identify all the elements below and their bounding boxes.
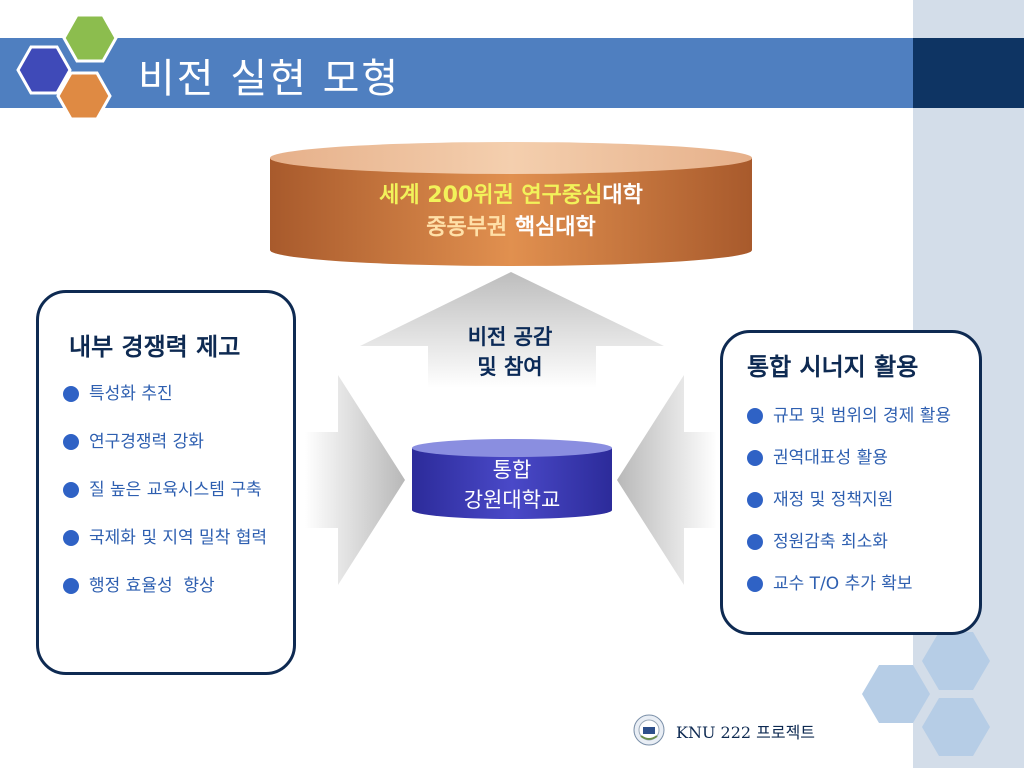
up-arrow xyxy=(360,272,664,388)
bullet-icon xyxy=(63,530,79,546)
list-item-text: 행정 효율성 향상 xyxy=(89,576,215,596)
right-panel: 통합 시너지 활용 규모 및 범위의 경제 활용 권역대표성 활용 재정 및 정… xyxy=(720,330,982,635)
left-panel: 내부 경쟁력 제고 특성화 추진 연구경쟁력 강화 질 높은 교육시스템 구축 … xyxy=(36,290,296,675)
list-item: 교수 T/O 추가 확보 xyxy=(747,573,973,595)
list-item: 정원감축 최소화 xyxy=(747,531,973,553)
left-arrow xyxy=(305,375,405,585)
vision-line-2-highlight: 중동부권 xyxy=(426,215,508,240)
vision-line-2: 중동부권 핵심대학 xyxy=(270,212,752,244)
vision-line-1: 세계 200위권 연구중심대학 xyxy=(270,180,752,212)
bullet-icon xyxy=(63,434,79,450)
right-panel-list: 규모 및 범위의 경제 활용 권역대표성 활용 재정 및 정책지원 정원감축 최… xyxy=(747,405,973,595)
list-item-text: 교수 T/O 추가 확보 xyxy=(773,574,913,594)
left-panel-title: 내부 경쟁력 제고 xyxy=(69,333,241,361)
bullet-icon xyxy=(747,492,763,508)
bullet-icon xyxy=(63,482,79,498)
right-arrow xyxy=(617,375,717,585)
bullet-icon xyxy=(747,450,763,466)
vision-cylinder xyxy=(270,142,752,266)
up-arrow-label-line1: 비전 공감 xyxy=(467,325,553,349)
list-item-text: 권역대표성 활용 xyxy=(773,448,888,468)
center-cylinder-text: 통합 강원대학교 xyxy=(412,455,612,515)
list-item: 규모 및 범위의 경제 활용 xyxy=(747,405,973,427)
list-item: 국제화 및 지역 밀착 협력 xyxy=(63,527,287,549)
title-bar-dark xyxy=(913,38,1024,108)
list-item: 권역대표성 활용 xyxy=(747,447,973,469)
bullet-icon xyxy=(747,576,763,592)
list-item: 행정 효율성 향상 xyxy=(63,575,287,597)
center-cylinder xyxy=(412,439,612,519)
bullet-icon xyxy=(747,408,763,424)
list-item-text: 질 높은 교육시스템 구축 xyxy=(89,480,262,500)
list-item-text: 연구경쟁력 강화 xyxy=(89,432,204,452)
list-item-text: 정원감축 최소화 xyxy=(773,532,888,552)
left-panel-list: 특성화 추진 연구경쟁력 강화 질 높은 교육시스템 구축 국제화 및 지역 밀… xyxy=(63,383,287,597)
footer-text: KNU 222 프로젝트 xyxy=(676,723,816,742)
vision-cylinder-text: 세계 200위권 연구중심대학 중동부권 핵심대학 xyxy=(270,180,752,244)
bullet-icon xyxy=(747,534,763,550)
list-item: 특성화 추진 xyxy=(63,383,287,405)
bullet-icon xyxy=(63,386,79,402)
right-panel-title: 통합 시너지 활용 xyxy=(747,353,919,381)
list-item: 질 높은 교육시스템 구축 xyxy=(63,479,287,501)
bullet-icon xyxy=(63,578,79,594)
list-item-text: 규모 및 범위의 경제 활용 xyxy=(773,406,952,426)
list-item-text: 특성화 추진 xyxy=(89,384,173,404)
list-item: 연구경쟁력 강화 xyxy=(63,431,287,453)
list-item-text: 국제화 및 지역 밀착 협력 xyxy=(89,528,268,548)
vision-line-2-rest: 핵심대학 xyxy=(507,215,596,240)
university-seal-icon xyxy=(633,714,665,746)
logo-hexagons xyxy=(16,13,118,121)
title-bar xyxy=(0,38,913,108)
vision-line-1-highlight: 세계 200위권 연구중심 xyxy=(379,183,603,208)
vision-line-1-rest: 대학 xyxy=(602,183,643,208)
up-arrow-label-line2: 및 참여 xyxy=(477,355,543,379)
center-line2: 강원대학교 xyxy=(463,488,561,512)
slide-title: 비전 실현 모형 xyxy=(138,56,401,102)
list-item: 재정 및 정책지원 xyxy=(747,489,973,511)
center-line1: 통합 xyxy=(492,458,532,482)
list-item-text: 재정 및 정책지원 xyxy=(773,490,894,510)
decorative-hexagons xyxy=(862,632,990,756)
up-arrow-label: 비전 공감 및 참여 xyxy=(430,322,590,382)
